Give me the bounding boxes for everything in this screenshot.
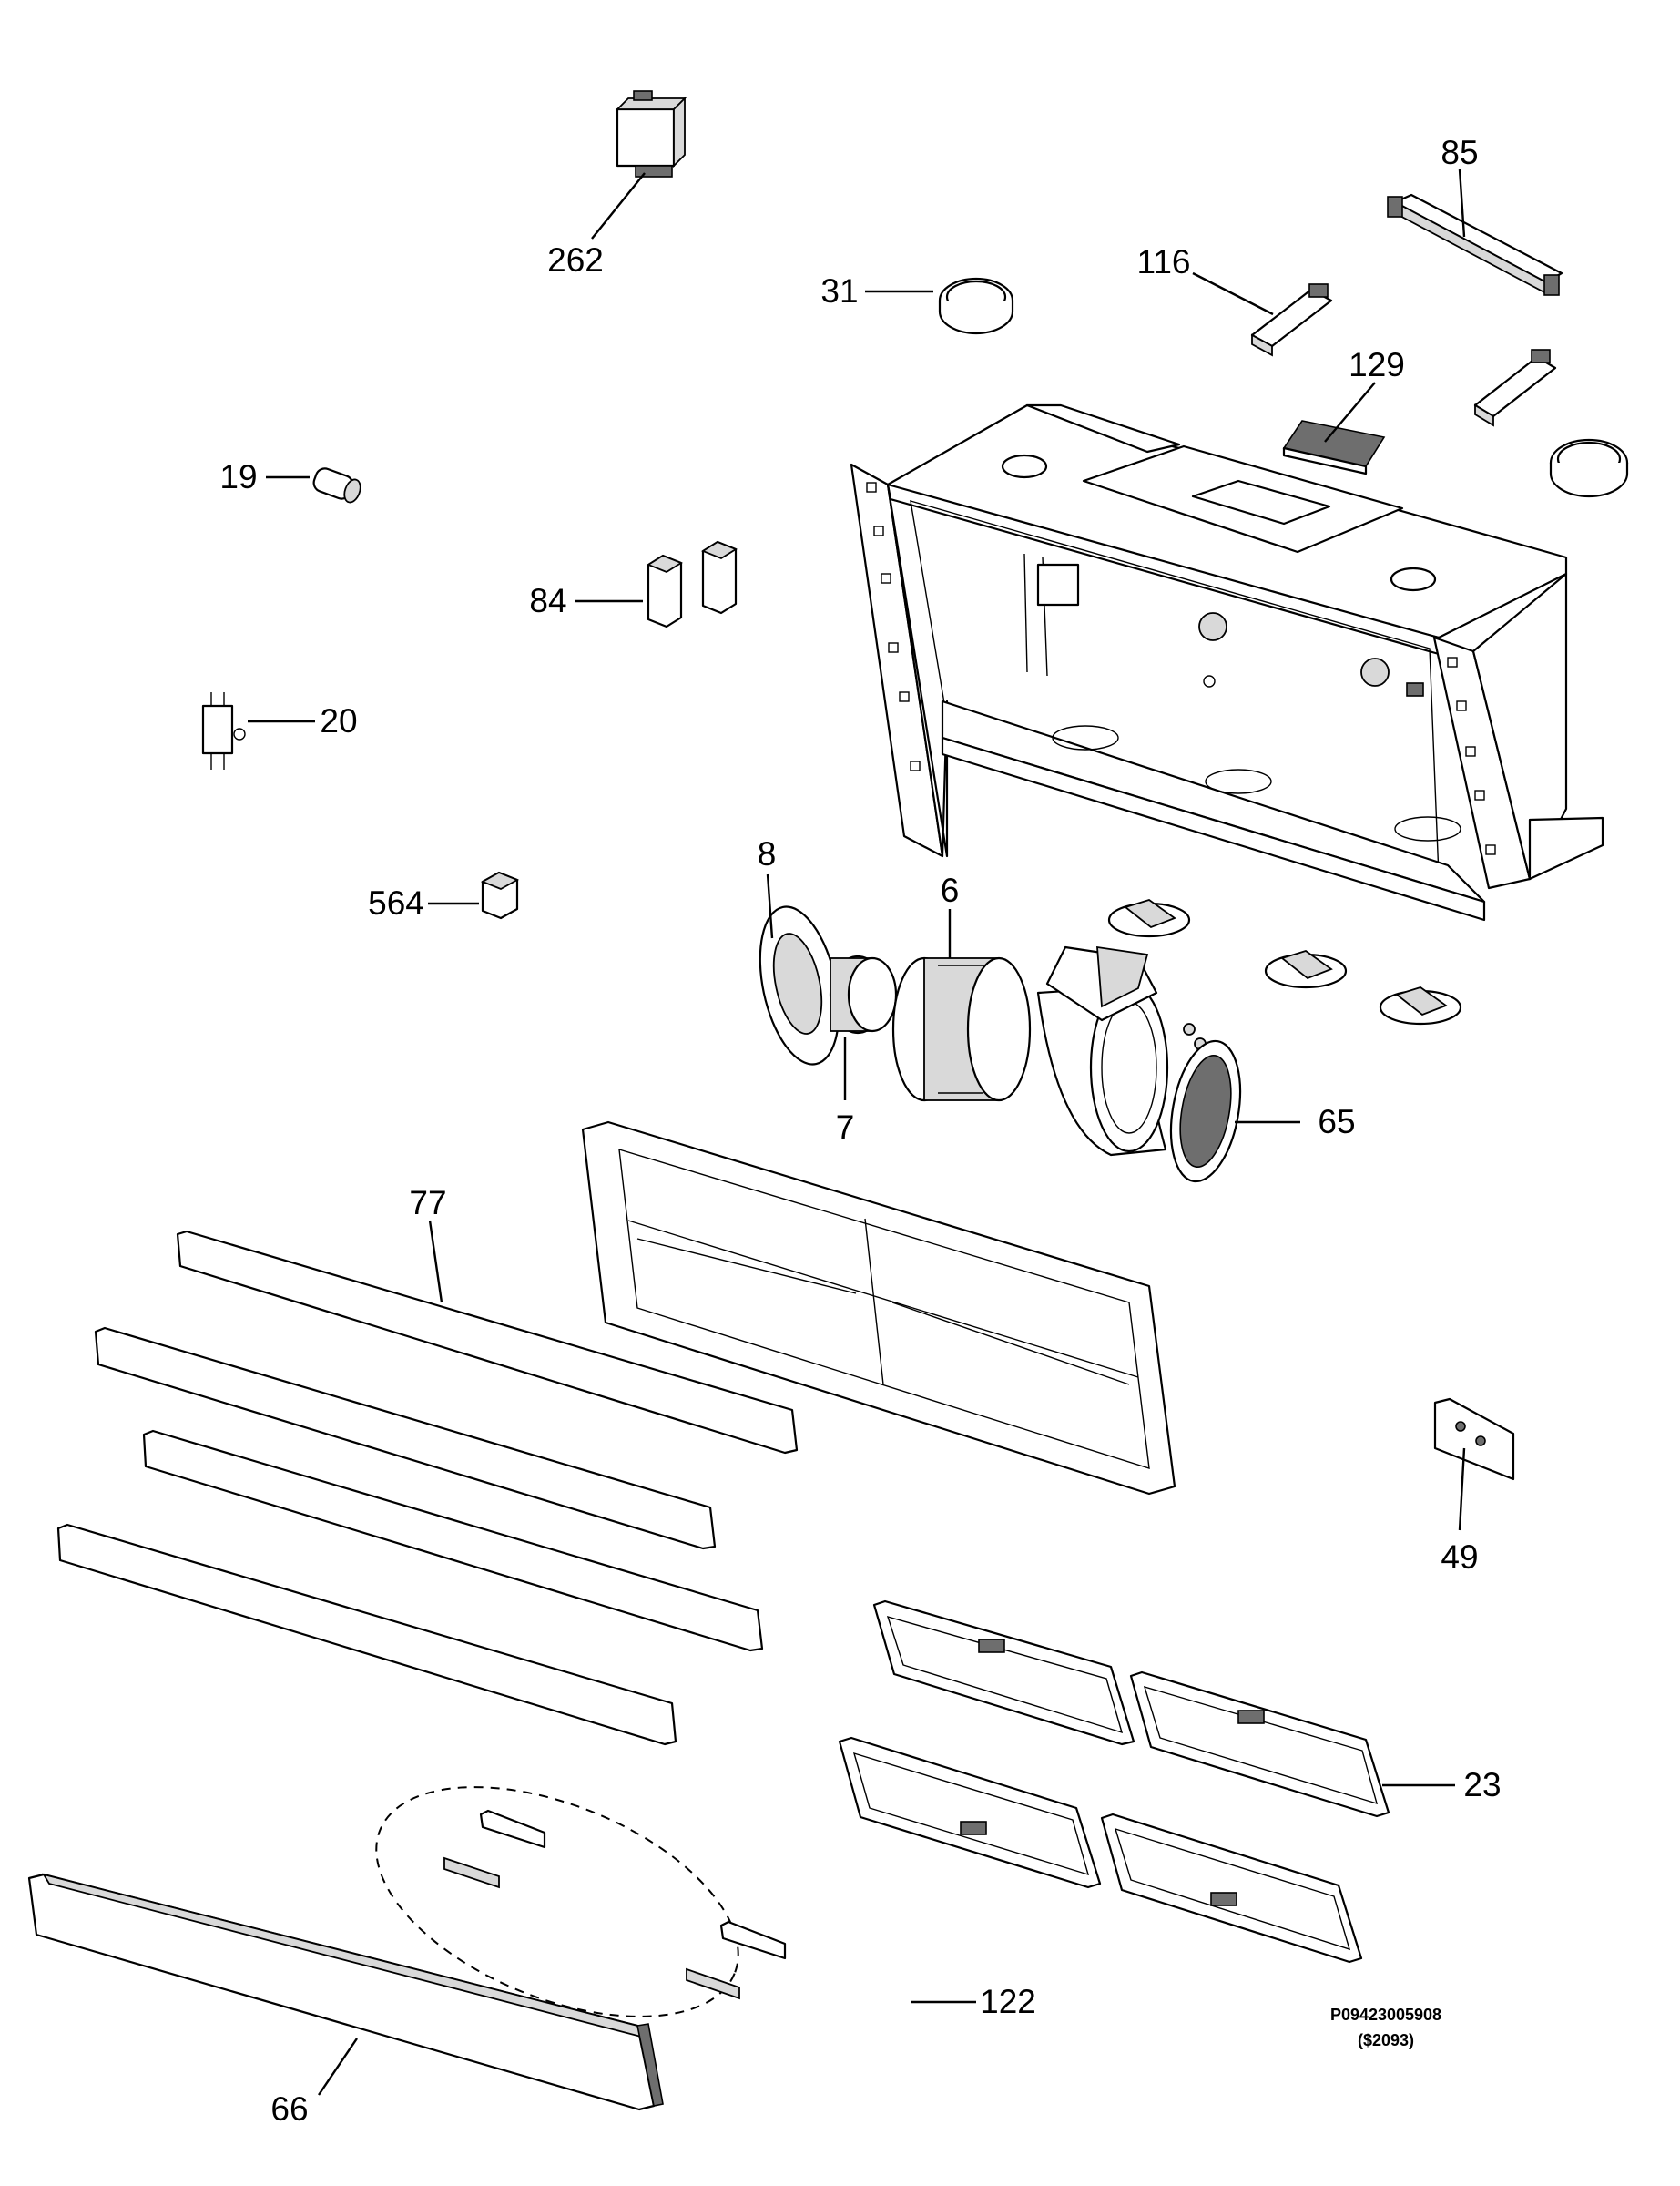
drawing-sub-code: ($2093) — [1358, 2031, 1414, 2049]
part-49-board — [1433, 1397, 1515, 1481]
part-77-trim-strips — [56, 1230, 799, 1746]
part-84-switches — [647, 540, 738, 628]
blower-housing — [1036, 945, 1169, 1157]
ring-right — [1549, 438, 1629, 498]
part-label-8: 8 — [758, 835, 777, 873]
part-7-motor — [829, 955, 898, 1035]
part-label-122: 122 — [980, 1983, 1036, 2020]
part-262-component — [615, 90, 687, 178]
part-564-block — [480, 871, 520, 920]
drawing-code: P09423005908 — [1330, 2006, 1441, 2024]
part-23-filters — [838, 1599, 1390, 1964]
part-label-6: 6 — [941, 872, 960, 909]
part-129-grille — [1282, 420, 1386, 475]
part-8-plate — [759, 905, 840, 1066]
part-label-20: 20 — [320, 702, 357, 740]
part-label-19: 19 — [219, 458, 257, 495]
bracket-right — [1473, 349, 1557, 427]
part-label-129: 129 — [1349, 346, 1405, 383]
part-label-31: 31 — [820, 272, 858, 310]
main-housing — [850, 403, 1604, 922]
part-66-front-panel — [27, 1873, 664, 2111]
part-116-bracket — [1250, 283, 1333, 357]
dampers — [1107, 899, 1462, 1026]
part-label-84: 84 — [529, 582, 566, 619]
part-label-77: 77 — [409, 1184, 446, 1221]
part-label-85: 85 — [1441, 134, 1478, 171]
part-20-capacitor — [201, 692, 246, 770]
part-label-23: 23 — [1463, 1766, 1501, 1803]
part-6-fan-wheel — [891, 956, 1032, 1102]
part-19-capacitor — [312, 467, 361, 504]
part-label-564: 564 — [368, 884, 424, 922]
part-label-116: 116 — [1137, 243, 1191, 281]
part-label-49: 49 — [1441, 1538, 1478, 1576]
part-label-65: 65 — [1318, 1103, 1355, 1140]
part-label-7: 7 — [836, 1108, 855, 1146]
filter-frame — [581, 1120, 1176, 1496]
part-122-hardware-kit — [375, 1786, 787, 2017]
part-31-ring — [938, 277, 1014, 335]
part-85-bracket — [1387, 193, 1563, 296]
part-label-262: 262 — [547, 241, 604, 279]
part-65-grille — [1169, 1039, 1242, 1183]
part-label-66: 66 — [270, 2090, 308, 2128]
